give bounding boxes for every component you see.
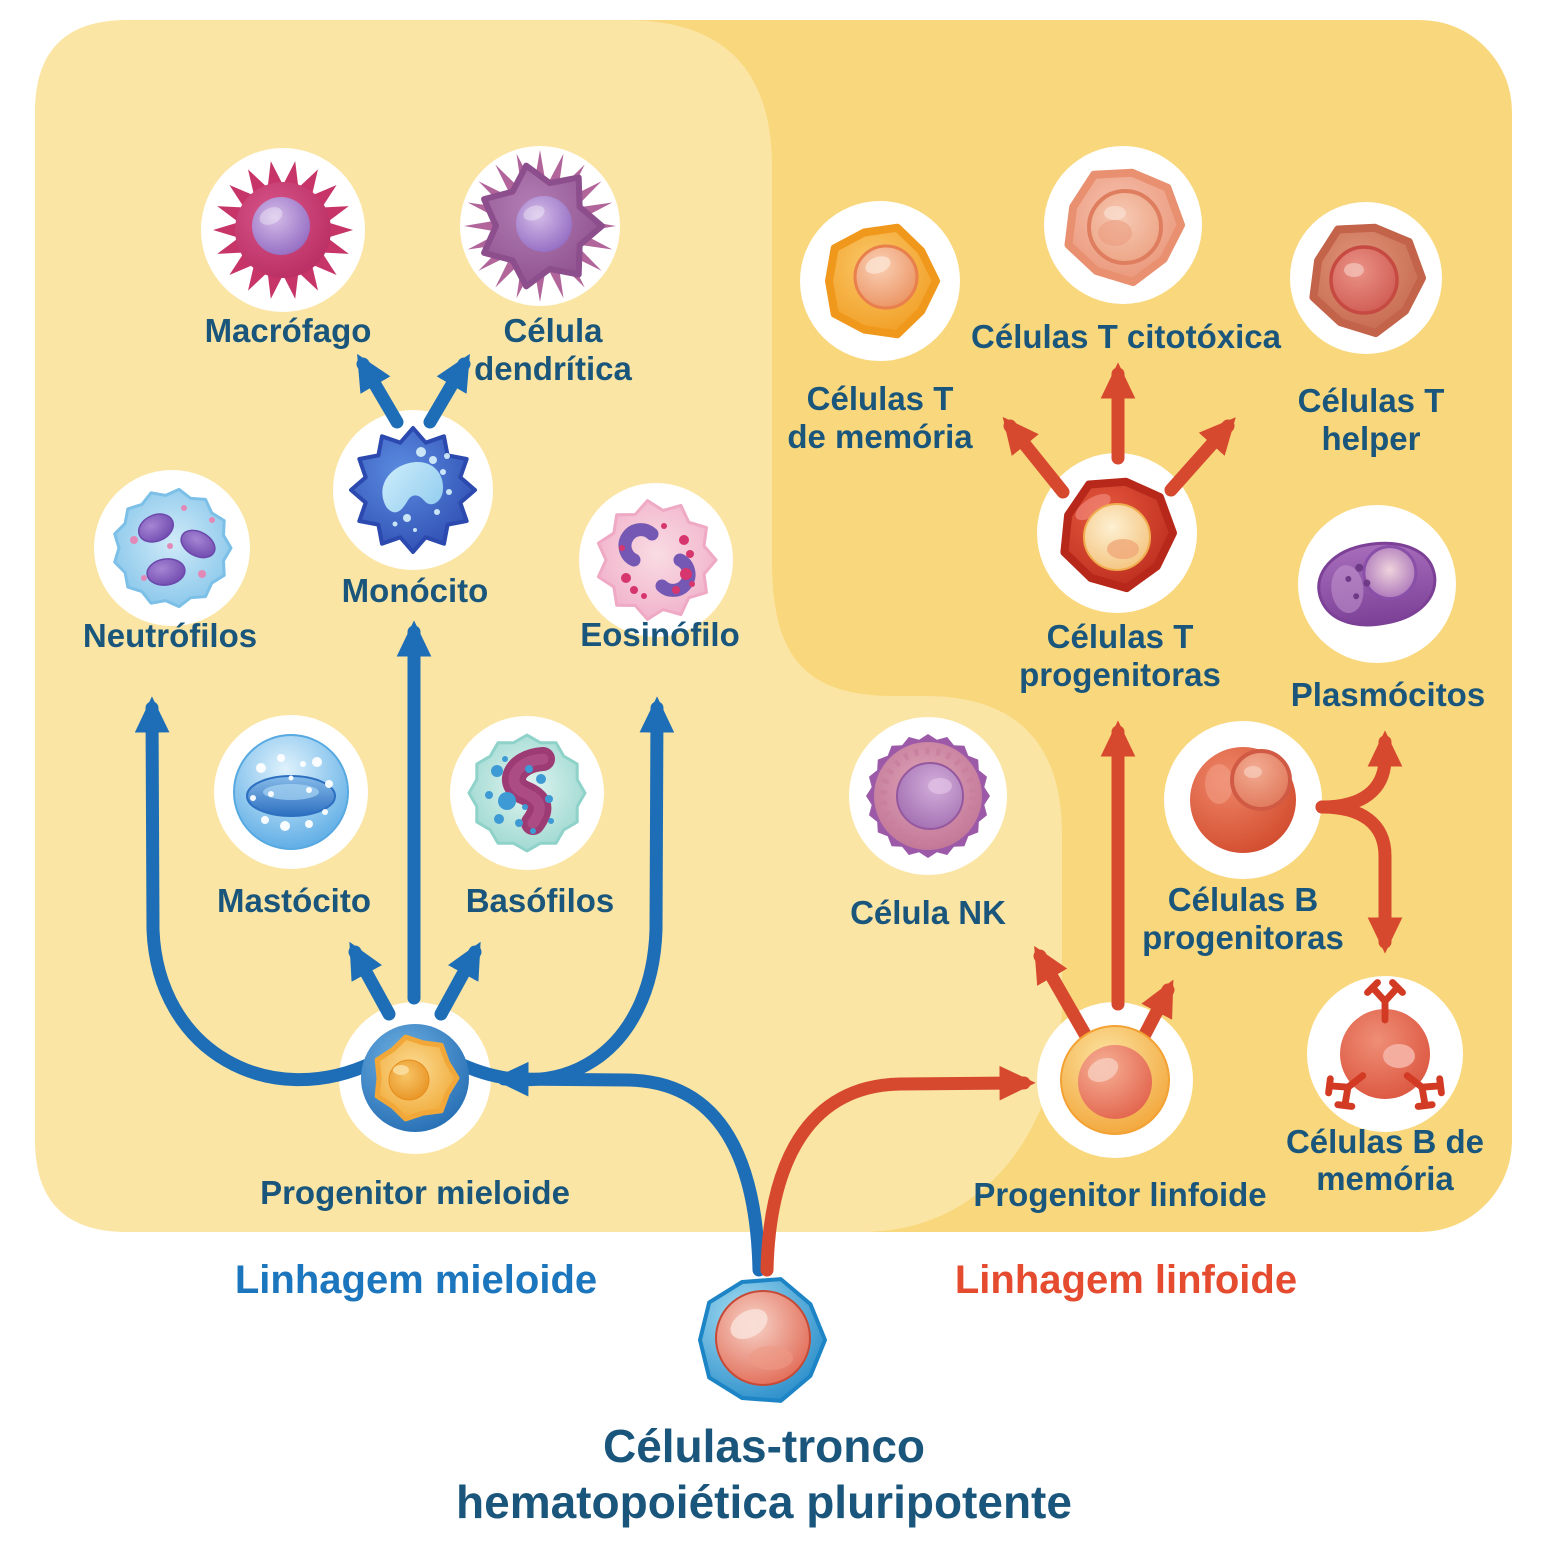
arrow-stem-to-lymphoid-progenitor [760, 1065, 1036, 1277]
myeloid-lineage-label: Linhagem mieloide [235, 1258, 597, 1302]
memory-t-label-line1: Células T [807, 380, 954, 417]
stem-cell-icon [698, 1277, 827, 1403]
nk-cell-icon [866, 734, 990, 858]
b-progenitor-icon [1190, 747, 1296, 853]
helper-t-label-line1: Células T [1298, 382, 1445, 419]
t-progenitor-icon [1060, 477, 1177, 593]
t-progenitor-label-line2: progenitoras [1019, 656, 1221, 693]
eosinophil-label: Eosinófilo [580, 616, 740, 653]
cytotoxic-t-label: Células T citotóxica [971, 318, 1282, 355]
memory-b-label-line2: memória [1316, 1160, 1454, 1197]
monocyte-icon [349, 426, 477, 554]
stem-title-line1: Células-tronco [603, 1420, 925, 1472]
b-progenitor-label-line2: progenitoras [1142, 919, 1344, 956]
stem-cell-title: Células-tronco hematopoiética pluripoten… [456, 1420, 1072, 1528]
arrow-monocyte-to-dendritic [423, 353, 471, 429]
lymphoid-progenitor-label: Progenitor linfoide [973, 1176, 1266, 1213]
plasma-cell-label: Plasmócitos [1291, 676, 1485, 713]
cell-labels: Macrófago Célula dendrítica Monócito Neu… [83, 312, 1485, 1213]
plasma-cell-icon [1317, 541, 1437, 627]
helper-t-cell-icon [1309, 223, 1426, 338]
dendritic-label-line1: Célula [503, 312, 603, 349]
dendritic-label-line2: dendrítica [474, 350, 632, 387]
lineage-labels: Linhagem mieloide Linhagem linfoide [235, 1258, 1297, 1302]
memory-t-label-line2: de memória [787, 418, 973, 455]
t-progenitor-label-line1: Células T [1047, 618, 1194, 655]
arrow-progenitor-to-basophil [434, 941, 482, 1021]
arrow-tprog-to-memory-t [1002, 416, 1070, 499]
basophil-label: Basófilos [466, 882, 615, 919]
neutrophil-label: Neutrófilos [83, 617, 257, 654]
arrow-progenitor-to-neutrophil [134, 696, 381, 1087]
lymphoid-lineage-label: Linhagem linfoide [955, 1258, 1297, 1302]
memory-t-cell-icon [825, 223, 940, 339]
arrow-bprog-to-memory-b [1315, 800, 1403, 954]
b-progenitor-label-line1: Células B [1168, 881, 1318, 918]
arrow-monocyte-to-macrophage [356, 353, 404, 429]
macrophage-icon [213, 161, 353, 299]
dendritic-cell-icon [464, 150, 616, 302]
myeloid-progenitor-icon [361, 1024, 469, 1132]
lymphoid-progenitor-icon [1060, 1025, 1170, 1135]
myeloid-arrows [134, 353, 766, 1277]
memory-b-label-line1: Células B de [1286, 1123, 1484, 1160]
neutrophil-icon [113, 487, 233, 609]
arrow-lymphoid-to-b-progenitor [1135, 979, 1175, 1047]
mast-cell-label: Mastócito [217, 882, 371, 919]
stem-title-line2: hematopoiética pluripotente [456, 1476, 1072, 1528]
lymphoid-arrows [760, 362, 1403, 1277]
myeloid-progenitor-label: Progenitor mieloide [260, 1174, 570, 1211]
arrow-tprog-to-helper-t [1164, 417, 1236, 497]
arrow-progenitor-to-mast-cell [348, 941, 396, 1021]
basophil-icon [467, 733, 587, 853]
mast-cell-icon [233, 734, 349, 850]
eosinophil-icon [596, 499, 718, 621]
monocyte-label: Monócito [342, 572, 489, 609]
memory-b-cell-icon [1322, 983, 1447, 1113]
cytotoxic-t-cell-icon [1064, 168, 1185, 287]
helper-t-label-line2: helper [1321, 420, 1420, 457]
nk-cell-label: Célula NK [850, 894, 1006, 931]
myeloid-panel-background [35, 20, 1062, 1232]
arrow-stem-to-myeloid-progenitor [492, 1061, 766, 1277]
macrophage-label: Macrófago [205, 312, 372, 349]
arrow-lymphoid-to-nk [1033, 945, 1093, 1043]
